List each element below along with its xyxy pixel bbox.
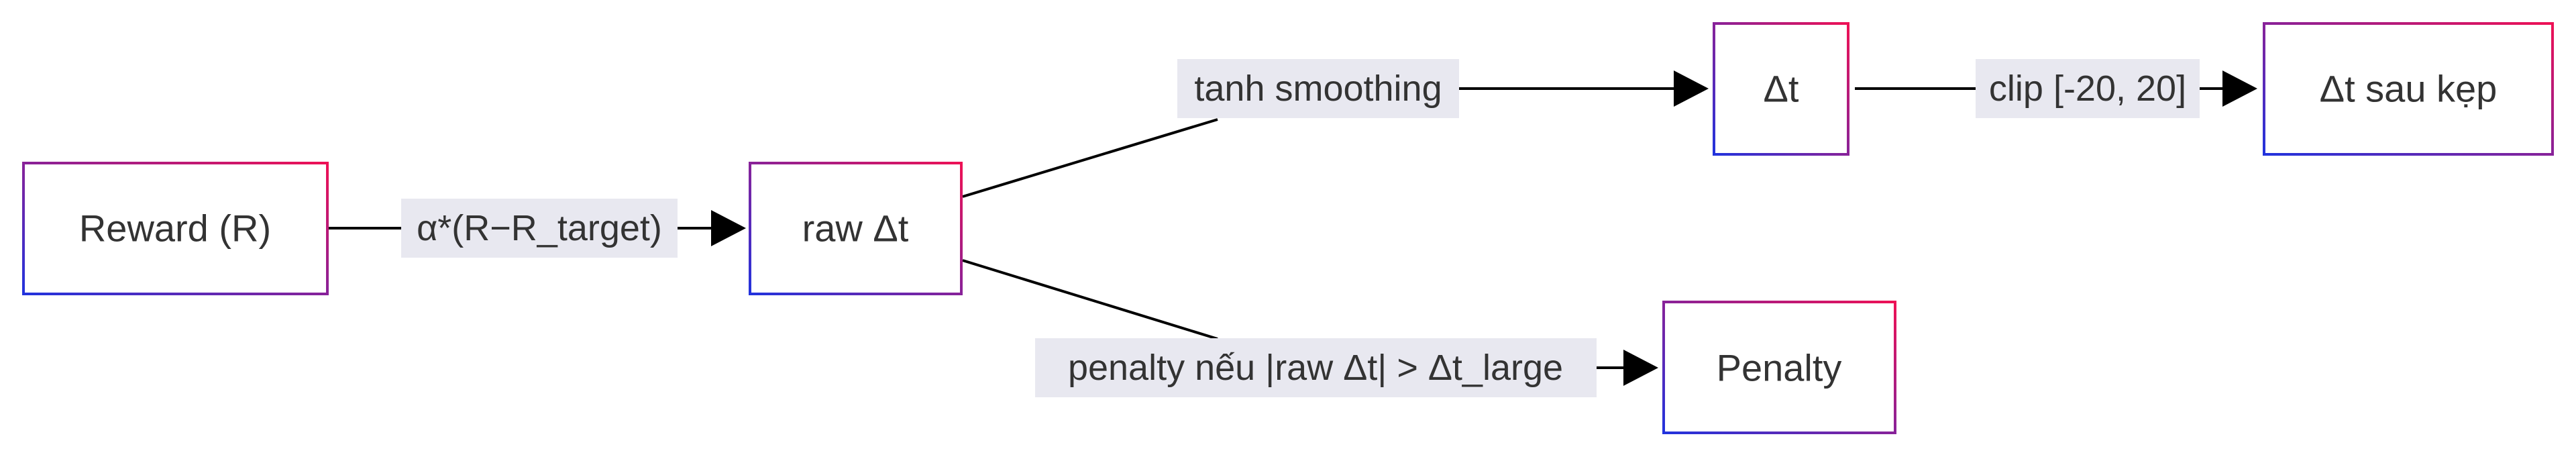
node-reward-box <box>22 162 329 295</box>
node-dt-box <box>1713 22 1849 156</box>
node-dt-label: Δt <box>1764 68 1799 110</box>
node-reward-label: Reward (R) <box>79 207 271 250</box>
edge-label-bg <box>1035 338 1597 397</box>
edge-raw-to-penalty: penalty nếu |raw Δt| > Δt_large <box>962 259 1658 397</box>
edge-label-bg <box>1177 59 1459 118</box>
edge-label-dt-to-clipped: clip [-20, 20] <box>1989 68 2186 109</box>
edge-label-raw-to-penalty: penalty nếu |raw Δt| > Δt_large <box>1068 348 1563 388</box>
node-dt: Δt <box>1713 22 1849 156</box>
node-raw-dt-box <box>749 162 963 295</box>
node-dt-clipped-box <box>2263 22 2554 156</box>
edge-reward-to-raw: α*(R−R_target) <box>327 199 746 258</box>
arrowhead-icon <box>1623 350 1658 386</box>
arrowhead-icon <box>1674 70 1709 107</box>
node-penalty-label: Penalty <box>1717 347 1842 389</box>
node-raw-dt: raw Δt <box>749 162 963 295</box>
node-penalty-box <box>1662 301 1896 434</box>
edge-raw-to-dt-line-a <box>962 118 1218 198</box>
node-dt-clipped: Δt sau kẹp <box>2263 22 2554 156</box>
edge-raw-to-dt: tanh smoothing <box>962 59 1709 198</box>
edge-dt-to-clipped: clip [-20, 20] <box>1855 59 2257 118</box>
arrowhead-icon <box>2222 70 2257 107</box>
edge-raw-to-penalty-line-a <box>962 259 1218 340</box>
node-penalty: Penalty <box>1662 301 1896 434</box>
node-raw-dt-label: raw Δt <box>802 207 909 250</box>
edge-label-bg <box>401 199 678 258</box>
edge-label-raw-to-dt: tanh smoothing <box>1194 68 1442 109</box>
edge-label-reward-to-raw: α*(R−R_target) <box>417 208 662 248</box>
node-reward: Reward (R) <box>22 162 329 295</box>
node-dt-clipped-label: Δt sau kẹp <box>2320 68 2498 110</box>
edge-label-bg <box>1976 59 2200 118</box>
arrowhead-icon <box>711 210 746 246</box>
